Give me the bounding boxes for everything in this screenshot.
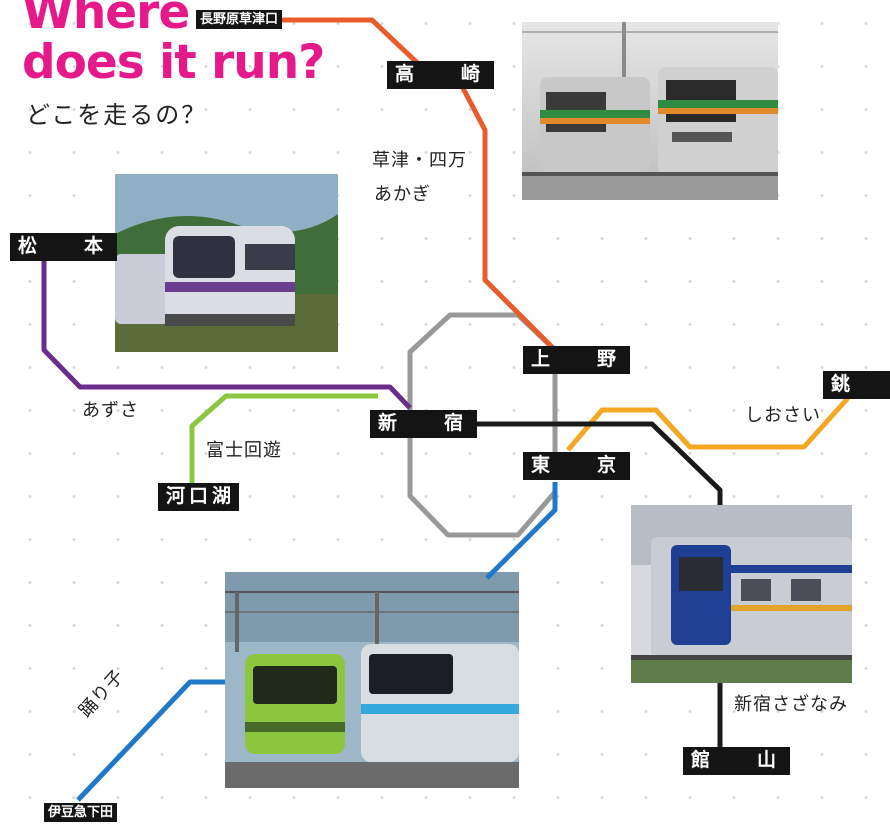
- service-shinjuku-sazanami: 新宿さざなみ: [734, 694, 848, 715]
- photo-takasaki-line-trains: [522, 22, 778, 200]
- chuo-line: [41, 248, 412, 410]
- page-subtitle: どこを走るの？: [26, 101, 208, 129]
- station-shinjuku: 新 宿: [370, 410, 478, 438]
- service-akagi: あかぎ: [374, 184, 431, 205]
- yamanote-line: [407, 312, 558, 538]
- station-kawaguchiko: 河口湖: [158, 483, 240, 511]
- service-shiosai: しおさい: [745, 405, 821, 426]
- service-kusatsu-shima: 草津・四万: [372, 150, 467, 171]
- service-fuji-kaiyu: 富士回遊: [206, 440, 282, 461]
- station-choshi: 銚 子: [823, 371, 890, 399]
- station-takasaki: 高 崎: [387, 61, 495, 89]
- station-tateyama: 館 山: [683, 747, 791, 775]
- station-ueno: 上 野: [523, 346, 631, 374]
- tokaido-line: [76, 482, 558, 802]
- station-tokyo: 東 京: [523, 452, 631, 480]
- fujikyu-line: [189, 393, 378, 486]
- station-matsumoto: 松 本: [10, 233, 118, 261]
- sobu-line: [566, 396, 850, 452]
- photo-yamanote-keihin-trains: [225, 572, 519, 788]
- station-izukyu-shimoda: 伊豆急下田: [44, 803, 118, 822]
- yokosuka-line: [448, 421, 723, 748]
- photo-yokosuka-line-train: [631, 505, 852, 683]
- service-azusa: あずさ: [82, 400, 139, 421]
- station-naganohara-kusatsuguchi: 長野原草津口: [196, 10, 283, 29]
- photo-azusa-train: [115, 174, 338, 352]
